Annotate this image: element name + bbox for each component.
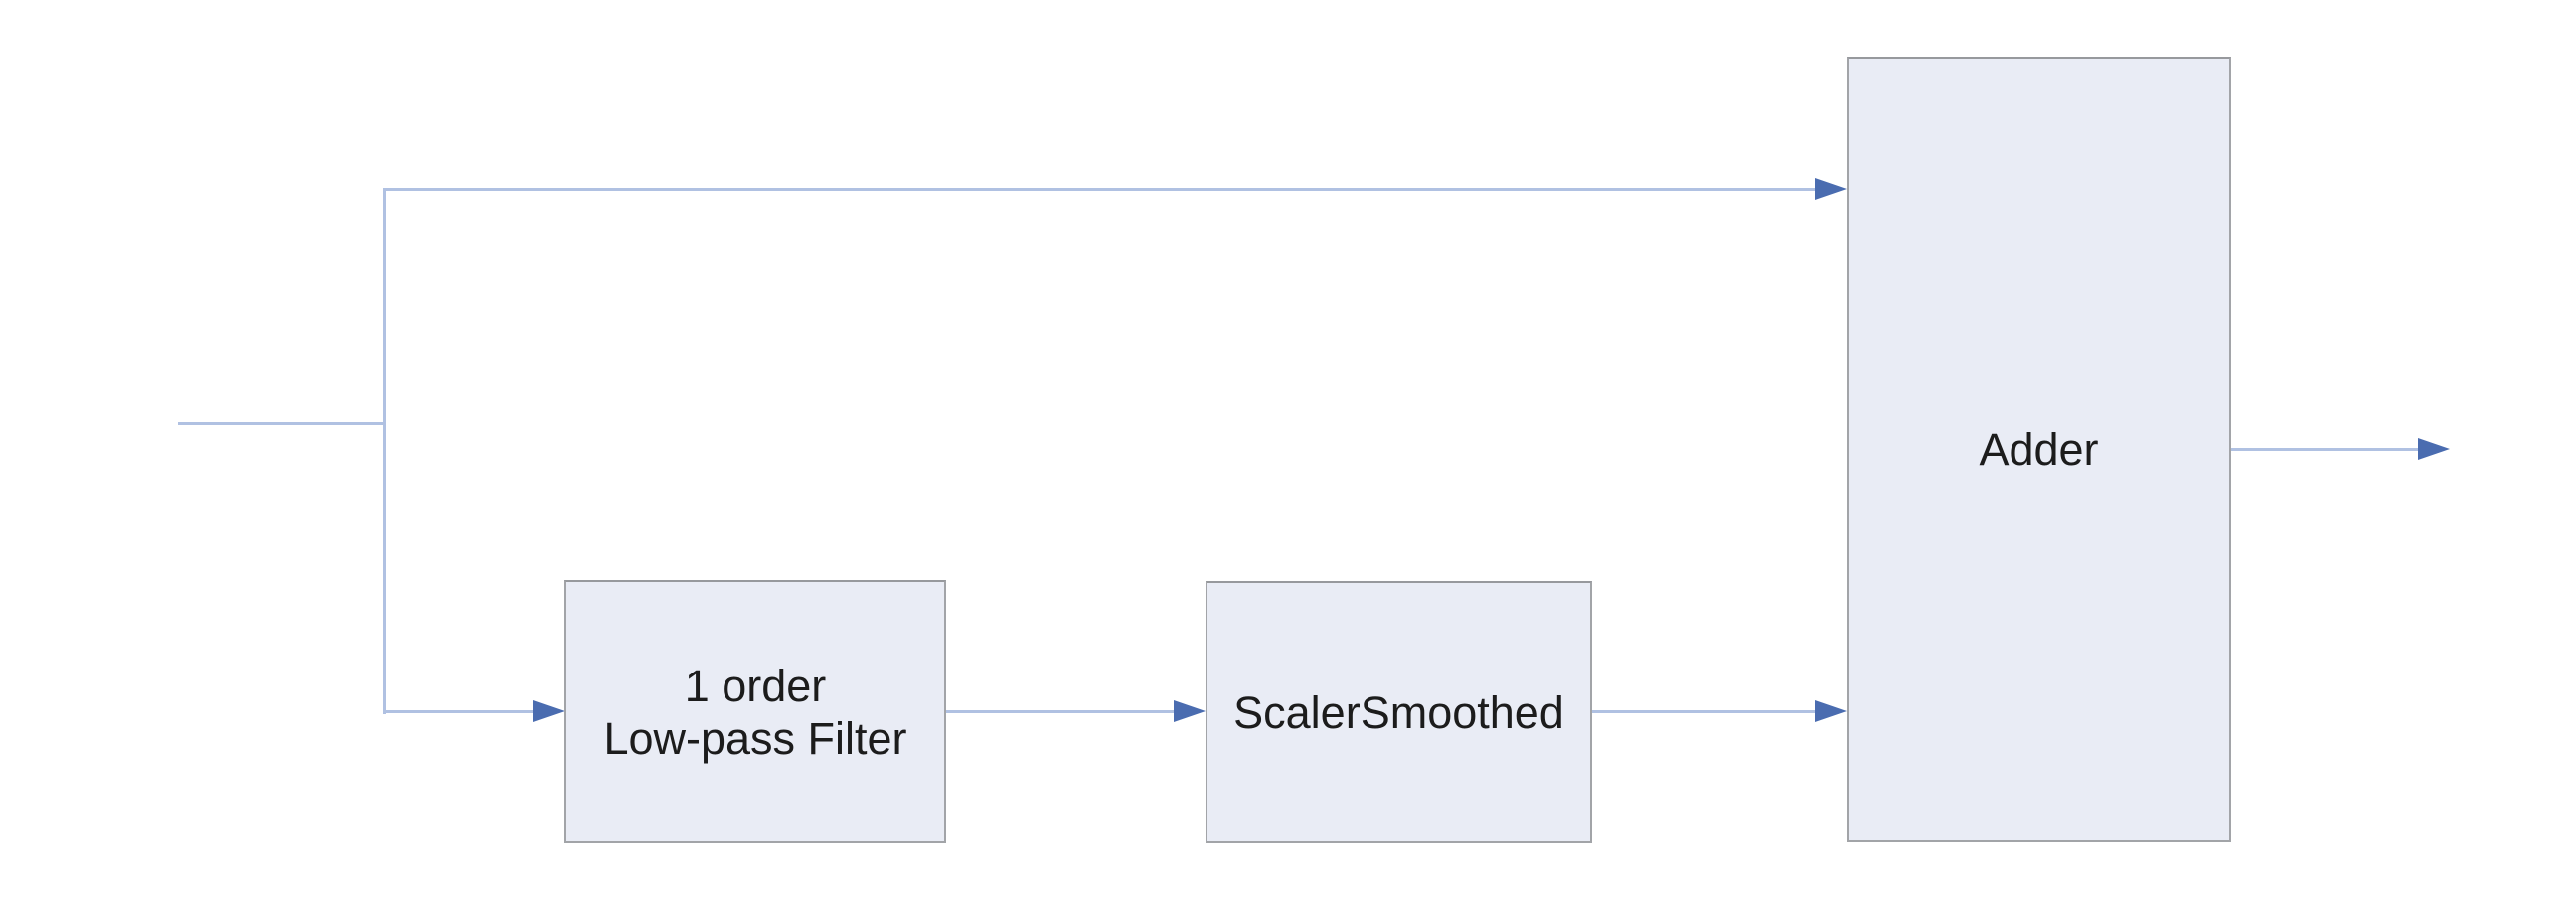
edge-bottom-branch-line (383, 710, 533, 713)
scaler-to-adder-arrowhead-icon (1815, 700, 1847, 722)
lowpass-to-scaler-arrowhead-icon (1174, 700, 1206, 722)
node-adder-label: Adder (1979, 424, 2099, 475)
edge-scaler-to-adder-line (1592, 710, 1815, 713)
node-adder[interactable]: Adder (1847, 57, 2231, 842)
edge-input-line (178, 422, 386, 425)
node-lowpass-filter[interactable]: 1 order Low-pass Filter (564, 580, 946, 843)
bottom-branch-arrowhead-icon (533, 700, 564, 722)
node-scaler-smoothed-label: ScalerSmoothed (1233, 686, 1564, 738)
top-branch-arrowhead-icon (1815, 178, 1847, 200)
edge-output-line (2231, 448, 2418, 451)
edge-lowpass-to-scaler-line (946, 710, 1174, 713)
node-lowpass-filter-label: 1 order Low-pass Filter (603, 660, 907, 764)
output-arrowhead-icon (2418, 438, 2450, 460)
edge-top-branch-line (383, 188, 1815, 191)
node-scaler-smoothed[interactable]: ScalerSmoothed (1206, 581, 1592, 843)
edge-branch-trunk-line (383, 188, 386, 714)
